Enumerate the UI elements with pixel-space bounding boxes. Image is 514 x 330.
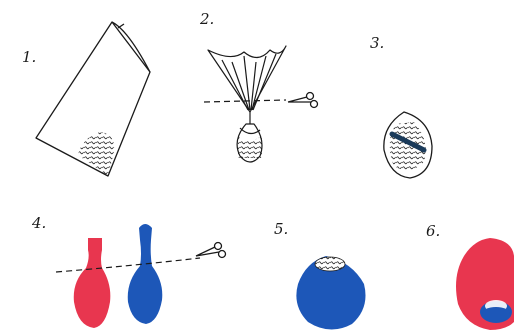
step-4-blue-balloon — [128, 224, 163, 324]
scissors-icon — [196, 243, 226, 258]
step-label-5: 5. — [274, 222, 288, 237]
step-label-3: 3. — [370, 36, 384, 51]
step-4-red-balloon — [74, 238, 111, 328]
step-5-ball — [296, 256, 365, 330]
step-1-bag — [36, 22, 150, 176]
scissors-icon — [288, 93, 318, 108]
step-2-gathered-bag — [204, 46, 286, 162]
step-6-ball — [456, 238, 514, 330]
step-4-cut-line — [56, 258, 200, 272]
step-label-4: 4. — [32, 216, 46, 231]
step-label-2: 2. — [200, 12, 214, 27]
step-3-pouch — [384, 112, 432, 178]
step-label-6: 6. — [426, 224, 440, 239]
step-label-1: 1. — [22, 50, 36, 65]
